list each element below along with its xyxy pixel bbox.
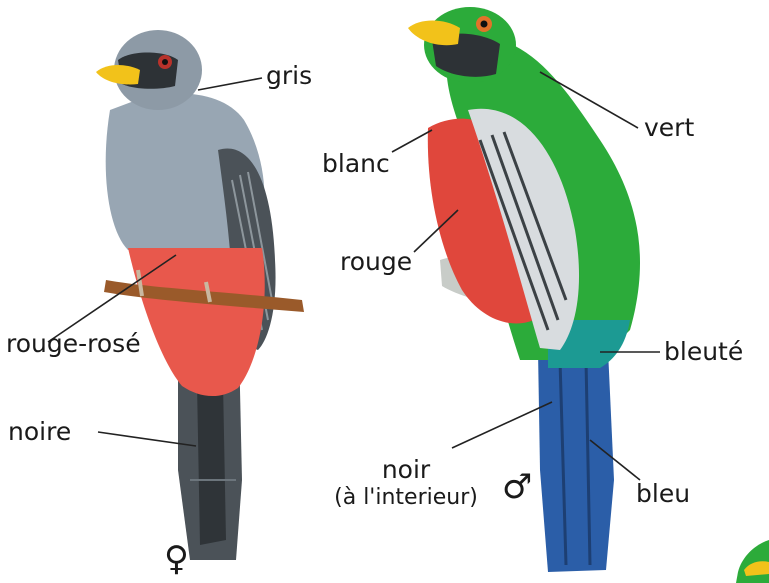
male-tail xyxy=(538,350,614,572)
leader-gris xyxy=(198,78,262,90)
label-rouge: rouge xyxy=(340,248,412,276)
female-belly xyxy=(128,248,265,396)
male-beak xyxy=(408,21,460,46)
label-noire: noire xyxy=(8,418,71,446)
leader-noir xyxy=(452,402,552,448)
leader-blanc xyxy=(392,130,432,152)
female-beak xyxy=(96,65,140,85)
label-bleu: bleu xyxy=(636,480,690,508)
label-blanc: blanc xyxy=(322,150,390,178)
label-noir-line1: noir xyxy=(320,456,492,484)
label-gris: gris xyxy=(266,62,312,90)
label-noir: noir (à l'interieur) xyxy=(320,456,492,512)
male-symbol: ♂ xyxy=(502,470,532,504)
female-symbol: ♀ xyxy=(164,542,189,576)
label-bleute: bleuté xyxy=(664,338,743,366)
label-rouge-rose: rouge-rosé xyxy=(6,330,141,358)
label-noir-line2: (à l'interieur) xyxy=(320,484,492,512)
label-vert: vert xyxy=(644,114,694,142)
female-bird xyxy=(96,30,304,560)
